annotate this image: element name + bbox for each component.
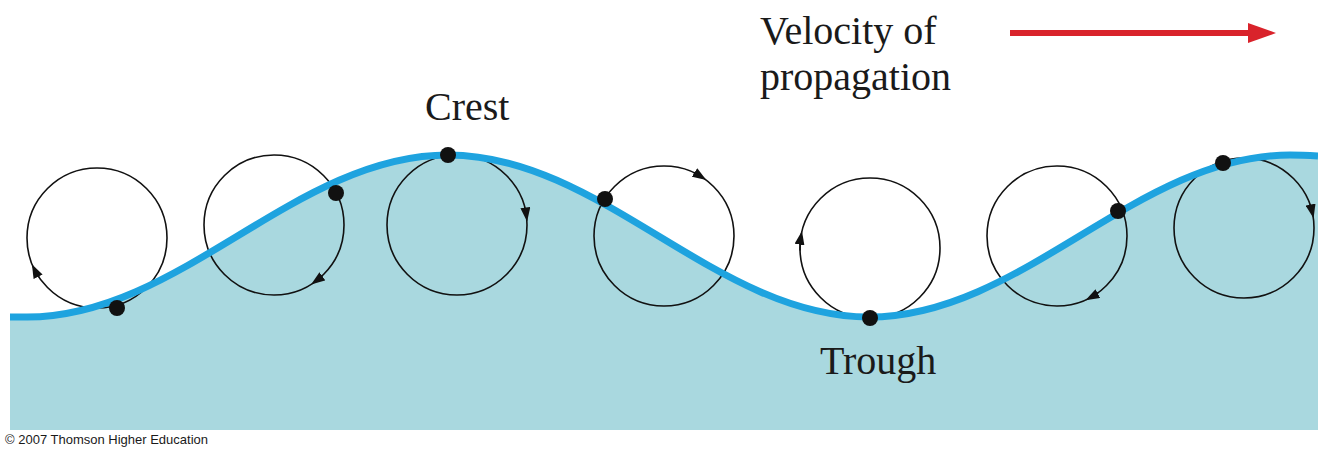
crest-label: Crest — [425, 84, 509, 130]
water-body — [10, 155, 1318, 430]
water-surface — [10, 155, 1318, 317]
orbit-direction-arrows — [34, 173, 1312, 298]
water-particles — [109, 147, 1231, 326]
propagation-label: Velocity of propagation — [760, 8, 1010, 100]
copyright-note: © 2007 Thomson Higher Education — [5, 432, 208, 448]
propagation-arrow — [1010, 30, 1268, 36]
orbit-circles — [27, 155, 1314, 318]
trough-label: Trough — [820, 338, 936, 384]
